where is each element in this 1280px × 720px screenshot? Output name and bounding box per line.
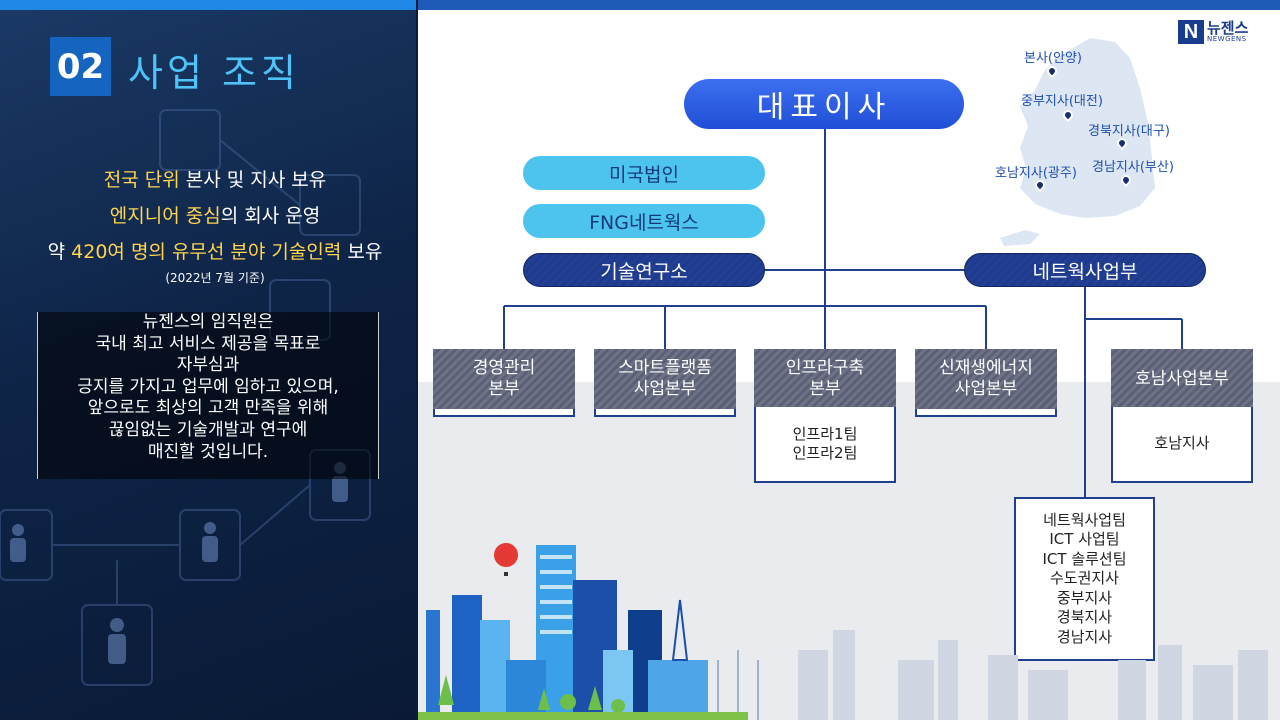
logo-korean: 뉴젠스 (1207, 19, 1249, 37)
korea-map-icon (1000, 38, 1155, 246)
dept-base (594, 409, 736, 417)
description-line: 자부심과 (176, 355, 240, 376)
team-item: ICT 사업팀 (1049, 530, 1120, 549)
subsidiary-us: 미국법인 (523, 156, 765, 190)
section-number: 02 (50, 37, 111, 96)
subsidiary-fng: FNG네트웍스 (523, 204, 765, 238)
description-line: 끊임없는 기술개발과 연구에 (108, 419, 308, 440)
right-top-bar (418, 0, 1280, 10)
description-line: 매진할 것입니다. (147, 441, 269, 462)
description-box: 뉴젠스의 임직원은 국내 최고 서비스 제공을 목표로 자부심과 긍지를 가지고… (37, 312, 379, 479)
honam-teams: 호남지사 (1111, 407, 1253, 483)
summary: 전국 단위 본사 및 지사 보유 엔지니어 중심의 회사 운영 약 420여 명… (20, 162, 410, 288)
dept-label: 호남사업본부 (1135, 368, 1229, 389)
ceo-box: 대표이사 (684, 79, 964, 129)
infra-teams: 인프라1팀 인프라2팀 (754, 407, 896, 483)
korea-map: 본사(안양) 중부지사(대전) 경북지사(대구) 경남지사(부산) 호남지사(광… (990, 28, 1200, 258)
team-item: 경남지사 (1056, 627, 1113, 646)
research-lab: 기술연구소 (523, 253, 765, 287)
logo-english: NEWGENS (1207, 35, 1247, 43)
panel-divider (416, 0, 418, 720)
team-item: 인프라1팀 (792, 424, 858, 443)
description-line: 뉴젠스의 임직원은 (142, 312, 274, 332)
dept-label: 스마트플랫폼 (618, 358, 712, 378)
dept-infra: 인프라구축 본부 (754, 349, 896, 409)
summary-note: (2022년 7월 기준) (165, 271, 265, 285)
team-item: 수도권지사 (1049, 569, 1119, 588)
map-label-hq: 본사(안양) (1024, 51, 1082, 66)
people-network-icon (0, 109, 371, 686)
left-top-bar (0, 0, 416, 10)
map-label-gyeongnam: 경남지사(부산) (1092, 160, 1174, 175)
summary-text-1: 본사 및 지사 보유 (179, 169, 327, 191)
section-title: 사업 조직 (128, 51, 300, 95)
dept-management: 경영관리 본부 (433, 349, 575, 409)
dept-base (915, 409, 1057, 417)
dept-honam: 호남사업본부 (1111, 349, 1253, 409)
left-panel: 02 사업 조직 전국 단위 본사 및 지사 보유 엔지니어 중심의 회사 운영… (0, 0, 416, 720)
description-line: 앞으로도 최상의 고객 만족을 위해 (87, 398, 329, 419)
dept-label: 본부 (809, 379, 841, 399)
description-line: 긍지를 가지고 업무에 임하고 있으며, (77, 376, 339, 397)
map-label-jungbu: 중부지사(대전) (1021, 94, 1103, 109)
team-item: 네트웍사업팀 (1043, 510, 1126, 529)
dept-label: 사업본부 (954, 379, 1018, 399)
dept-label: 본부 (488, 379, 520, 399)
dept-smart-platform: 스마트플랫폼 사업본부 (594, 349, 736, 409)
city-skyline-icon (418, 543, 1268, 720)
summary-text-2: 의 회사 운영 (220, 205, 321, 227)
network-division: 네트웍사업부 (964, 253, 1206, 287)
dept-label: 신재생에너지 (939, 358, 1033, 378)
summary-prefix-3: 약 (47, 241, 72, 263)
network-teams: 네트웍사업팀 ICT 사업팀 ICT 솔루션팀 수도권지사 중부지사 경북지사 … (1014, 497, 1155, 661)
team-item: 경북지사 (1056, 608, 1113, 627)
dept-base (433, 409, 575, 417)
summary-text-3: 보유 (341, 241, 383, 263)
dept-label: 인프라구축 (785, 358, 865, 378)
dept-label: 경영관리 (472, 358, 536, 378)
team-item: 호남지사 (1154, 434, 1210, 453)
company-logo: N 뉴젠스 NEWGENS (1178, 19, 1264, 45)
summary-highlight-2: 엔지니어 중심 (109, 205, 221, 227)
description-line: 국내 최고 서비스 제공을 목표로 (95, 333, 321, 354)
map-label-gyeongbuk: 경북지사(대구) (1088, 124, 1170, 139)
map-label-honam: 호남지사(광주) (995, 166, 1077, 181)
summary-highlight-3: 420여 명의 유무선 분야 기술인력 (71, 241, 342, 263)
dept-renewable: 신재생에너지 사업본부 (915, 349, 1057, 409)
team-item: 중부지사 (1056, 588, 1113, 607)
dept-label: 사업본부 (633, 379, 697, 399)
team-item: ICT 솔루션팀 (1042, 549, 1127, 568)
n-logo-icon: N (1178, 20, 1204, 44)
team-item: 인프라2팀 (792, 444, 858, 462)
summary-highlight-1: 전국 단위 (103, 169, 180, 191)
